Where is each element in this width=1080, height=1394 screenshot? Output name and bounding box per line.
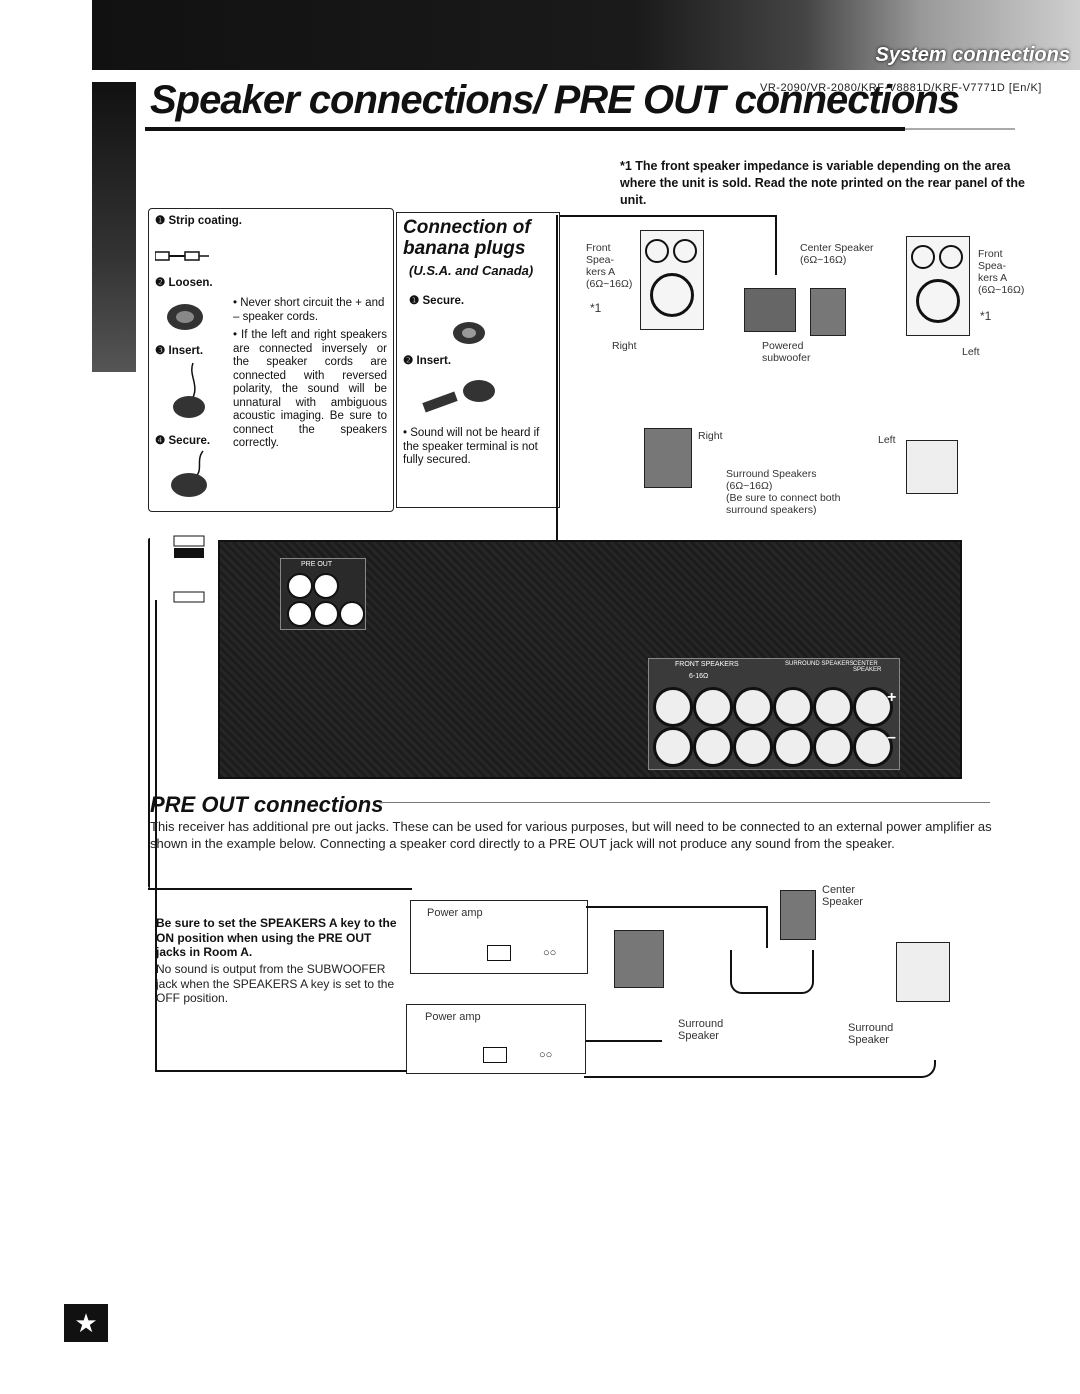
speaker-terminal-panel: FRONT SPEAKERS SURROUND SPEAKERS CENTER …	[648, 658, 900, 770]
pre-out-jack-panel: PRE OUT	[280, 558, 366, 630]
subwoofer-box	[744, 288, 796, 332]
wire-preout-1	[148, 538, 150, 888]
speaker-terminal[interactable]	[813, 727, 853, 767]
receiver-rear-panel: PRE OUT FRONT SPEAKERS SURROUND SPEAKERS…	[218, 540, 962, 779]
speaker-terminal[interactable]	[853, 687, 893, 727]
surround-right-label: Right	[698, 430, 723, 442]
preout-center-speaker	[780, 890, 816, 940]
star-icon: ★	[64, 1304, 108, 1342]
preout-rule	[380, 802, 990, 803]
wire-left-drop	[556, 215, 558, 550]
secure-terminal-icon	[171, 450, 207, 497]
wire-amp-1	[148, 888, 412, 890]
speaker-terminal[interactable]	[653, 687, 693, 727]
preout-surround-left-speaker	[614, 930, 664, 988]
wire-surround-left	[586, 1040, 662, 1042]
side-tab	[92, 82, 136, 372]
wire-surround-right	[584, 1060, 936, 1078]
banana-step-secure: ❶ Secure.	[409, 295, 465, 307]
preout-surround-right-speaker	[896, 942, 950, 1002]
banana-secure-icon	[453, 322, 485, 344]
banana-plug-box: Connection of banana plugs (U.S.A. and C…	[396, 212, 560, 508]
title-underline	[145, 127, 905, 131]
speaker-terminal[interactable]	[773, 687, 813, 727]
footnote-impedance: *1 The front speaker impedance is variab…	[620, 159, 1025, 207]
wiring-steps-box: ❶ Strip coating. ❷ Loosen. ❸ Insert. ❹ S…	[148, 208, 394, 512]
polarity-warning-1: • Never short circuit the + and – speake…	[233, 297, 385, 323]
front-right-side: Right	[612, 340, 637, 352]
wire-preout-2	[155, 600, 157, 1070]
banana-step-insert: ❷ Insert.	[403, 355, 452, 367]
preout-note-bold: Be sure to set the SPEAKERS A key to the…	[156, 916, 397, 959]
surround-left-label: Left	[878, 434, 896, 446]
front-right-speaker	[640, 230, 704, 330]
speaker-terminal[interactable]	[853, 727, 893, 767]
section-label: System connections	[875, 44, 1070, 66]
preout-body: This receiver has additional pre out jac…	[150, 819, 992, 851]
rca-plug-icons	[173, 535, 205, 603]
front-right-mark: *1	[590, 301, 602, 315]
step-insert: ❸ Insert.	[155, 345, 204, 357]
pre-out-jack[interactable]	[313, 573, 339, 599]
speaker-terminal[interactable]	[693, 687, 733, 727]
front-left-side: Left	[962, 346, 980, 358]
front-left-speaker	[906, 236, 970, 336]
speaker-terminal[interactable]	[733, 727, 773, 767]
banana-plug-icon	[422, 380, 495, 413]
stripped-wire-icon	[155, 251, 209, 261]
wire-top-drop	[775, 215, 777, 275]
pre-out-jack[interactable]	[287, 601, 313, 627]
center-speaker	[810, 288, 846, 336]
banana-region: (U.S.A. and Canada)	[409, 263, 534, 278]
title-underline-fade	[905, 128, 1015, 130]
header-band: System connections	[92, 0, 1080, 70]
speaker-terminal[interactable]	[773, 727, 813, 767]
insert-wire-icon	[173, 362, 205, 418]
wire-amp-2	[155, 1070, 407, 1072]
wire-center-loop	[730, 950, 814, 994]
power-amp-2: Power amp ○○	[406, 1004, 586, 1074]
speaker-terminal[interactable]	[813, 687, 853, 727]
step-strip: ❶ Strip coating.	[155, 215, 242, 227]
surround-speakers-label: Surround Speakers(6Ω~16Ω) (Be sure to co…	[726, 468, 841, 516]
speaker-terminal[interactable]	[733, 687, 773, 727]
speaker-terminal[interactable]	[693, 727, 733, 767]
step-secure: ❹ Secure.	[155, 435, 211, 447]
pre-out-jack[interactable]	[313, 601, 339, 627]
wire-top	[560, 215, 775, 219]
banana-heading: Connection of banana plugs	[403, 217, 531, 259]
preout-heading: PRE OUT connections	[150, 792, 384, 817]
surround-left-speaker	[906, 440, 958, 494]
model-numbers: VR-2090/VR-2080/KRF-V8881D/KRF-V7771D [E…	[760, 82, 1042, 94]
wire-center	[586, 906, 768, 948]
center-speaker-label: Center Speaker(6Ω~16Ω)	[800, 242, 874, 266]
banana-note: • Sound will not be heard if the speaker…	[403, 427, 540, 466]
loosen-terminal-icon	[167, 304, 203, 330]
front-left-mark: *1	[980, 309, 992, 323]
speaker-terminal[interactable]	[653, 727, 693, 767]
surround-right-speaker	[644, 428, 692, 488]
power-amp-1: Power amp ○○	[410, 900, 588, 974]
preout-note-plain: No sound is output from the SUBWOOFER ja…	[156, 962, 395, 1005]
pre-out-jack[interactable]	[287, 573, 313, 599]
polarity-warning-2: • If the left and right speakers are con…	[233, 329, 387, 449]
subwoofer-jack[interactable]	[339, 601, 365, 627]
page-title: Speaker connections/ PRE OUT connections	[150, 78, 960, 122]
step-loosen: ❷ Loosen.	[155, 277, 213, 289]
